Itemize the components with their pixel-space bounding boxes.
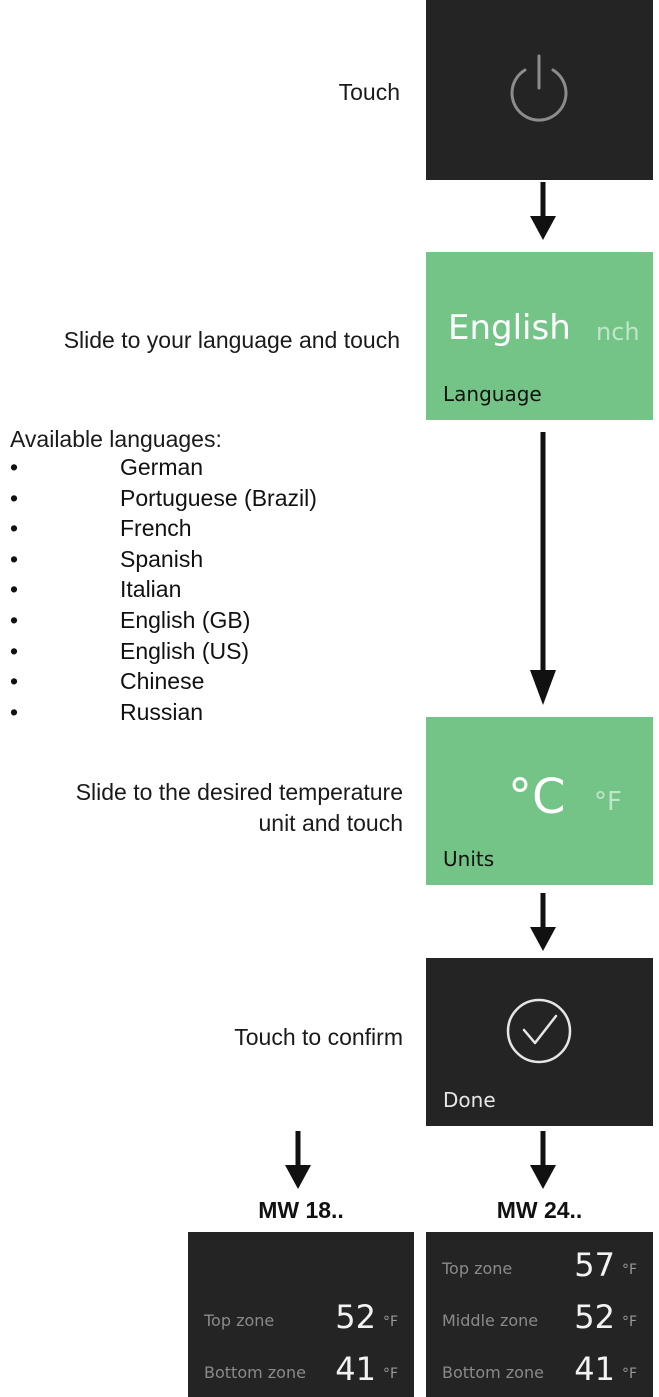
zone-value: 52 [574, 1298, 615, 1336]
mw24-panel: Top zone 57 °F Middle zone 52 °F Bottom … [426, 1232, 653, 1397]
language-next: nch [596, 318, 640, 346]
list-item: Spanish [10, 544, 317, 575]
zone-unit: °F [382, 1314, 398, 1330]
zone-value: 52 [335, 1298, 376, 1336]
zone-value: 41 [335, 1350, 376, 1388]
power-icon [510, 54, 568, 122]
language-list: German Portuguese (Brazil) French Spanis… [10, 452, 317, 727]
unit-celsius: °C [508, 769, 566, 825]
zone-row: Top zone 57 °F [442, 1234, 637, 1286]
done-label: Done [443, 1088, 496, 1112]
language-caption: Slide to your language and touch [63, 327, 400, 353]
zone-unit: °F [382, 1366, 398, 1382]
language-selected: English [448, 308, 571, 348]
zone-name: Bottom zone [204, 1363, 306, 1382]
list-item: English (US) [10, 636, 317, 667]
list-item: Russian [10, 697, 317, 728]
list-item: Portuguese (Brazil) [10, 483, 317, 514]
check-circle-icon [506, 998, 572, 1064]
list-item: English (GB) [10, 605, 317, 636]
units-caption-line2: unit and touch [258, 810, 403, 836]
list-item: German [10, 452, 317, 483]
done-caption: Touch to confirm [234, 1024, 403, 1050]
model-title-mw18: MW 18.. [258, 1197, 344, 1223]
list-item: Italian [10, 574, 317, 605]
available-heading: Available languages: [10, 426, 222, 452]
zone-row: Middle zone 52 °F [442, 1286, 637, 1338]
units-label: Units [443, 847, 495, 871]
units-caption-line1: Slide to the desired temperature [75, 779, 403, 805]
arrow-down-icon [530, 1131, 556, 1189]
language-panel[interactable]: English nch Language [426, 252, 653, 420]
power-panel[interactable] [426, 0, 653, 180]
unit-fahrenheit: °F [594, 787, 622, 817]
zone-unit: °F [621, 1366, 637, 1382]
zone-name: Top zone [442, 1259, 513, 1278]
done-panel[interactable]: Done [426, 958, 653, 1126]
zone-unit: °F [621, 1314, 637, 1330]
model-title-mw24: MW 24.. [496, 1197, 583, 1223]
zone-value: 41 [574, 1350, 615, 1388]
list-item: Chinese [10, 666, 317, 697]
language-label: Language [443, 382, 542, 406]
arrow-down-icon [285, 1131, 311, 1189]
arrow-down-icon [530, 432, 556, 705]
power-caption: Touch [338, 79, 400, 105]
zone-row: Bottom zone 41 °F [204, 1338, 398, 1390]
units-panel[interactable]: °C °F Units [426, 717, 653, 885]
zone-name: Bottom zone [442, 1363, 544, 1382]
arrow-down-icon [530, 893, 556, 951]
zone-value: 57 [574, 1246, 615, 1284]
arrow-down-icon [530, 182, 556, 240]
zone-row: Bottom zone 41 °F [442, 1338, 637, 1390]
mw18-panel: Top zone 52 °F Bottom zone 41 °F [188, 1232, 414, 1397]
list-item: French [10, 513, 317, 544]
zone-name: Middle zone [442, 1311, 539, 1330]
zone-unit: °F [621, 1262, 637, 1278]
zone-name: Top zone [204, 1311, 275, 1330]
zone-row: Top zone 52 °F [204, 1286, 398, 1338]
